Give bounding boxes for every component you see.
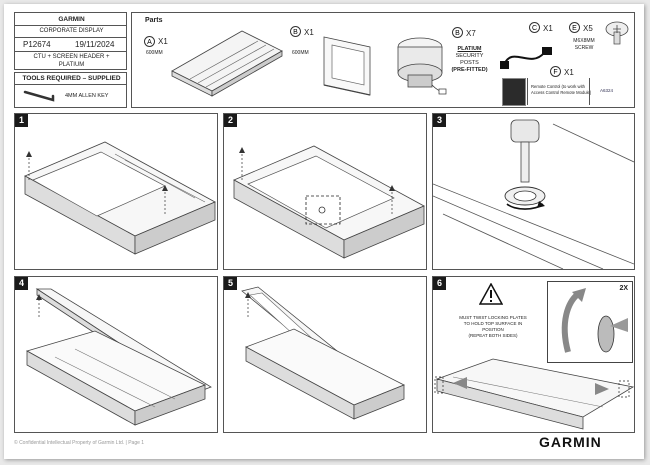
part-e-qty: X5 — [583, 24, 593, 33]
brand-name: GARMIN — [58, 16, 85, 23]
step-5-panel: 5 — [223, 276, 427, 433]
screen-header-illustration — [323, 36, 371, 96]
shelf-a-illustration — [171, 30, 283, 97]
step-1-panel: 1 — [14, 113, 218, 270]
step-2-illustration — [233, 145, 425, 259]
parts-block: Parts A X1 600MM B X1 600MM — [131, 12, 635, 108]
part-b2-qty: X7 — [466, 29, 476, 38]
part-a-size: 600MM — [146, 50, 163, 56]
step-3-illustration — [433, 119, 634, 269]
part-b-size: 600MM — [292, 50, 309, 56]
description-line-1: CTU + SCREEN HEADER + — [33, 54, 110, 60]
description-line-2: PLATIUM — [58, 62, 85, 68]
part-b-qty: X1 — [304, 28, 314, 37]
step-6-note-3: POSITION — [482, 327, 504, 332]
step-4-panel: 4 — [14, 276, 218, 433]
step-6-note-4: (REPEAT BOTH SIDES) — [468, 333, 518, 338]
step-6-note-2: TO HOLD TOP SURFACE IN — [463, 321, 523, 326]
part-f-desc1: Remote Control (to work with — [531, 84, 585, 89]
step-5-illustration — [241, 286, 405, 420]
step-6-panel: 6 MUST TWIST LOCKING PLATES TO HOLD TOP … — [432, 276, 635, 433]
part-f-code: A6324 — [600, 88, 614, 93]
power-cable-illustration — [500, 47, 552, 69]
title-block: GARMIN CORPORATE DISPLAY P12674 19/11/20… — [14, 12, 127, 70]
part-f-letter: F — [550, 66, 561, 77]
detail-multiplier: 2X — [619, 285, 628, 292]
step-number: 3 — [433, 114, 446, 127]
part-b2-letter: B — [452, 27, 463, 38]
remote-photo — [502, 78, 526, 106]
step-number: 2 — [224, 114, 237, 127]
part-f-desc2: Access Control Remote Module) — [531, 90, 592, 95]
confidential-notice: © Confidential Intellectual Property of … — [14, 440, 145, 446]
part-b-letter: B — [290, 26, 301, 37]
warning-icon — [479, 283, 503, 305]
step-2-panel: 2 — [223, 113, 427, 270]
part-number: P12674 — [23, 40, 51, 49]
screw-illustration — [605, 21, 629, 45]
part-c-letter: C — [529, 22, 540, 33]
product-name: CORPORATE DISPLAY — [39, 28, 104, 34]
part-b2-desc1: SECURITY — [455, 53, 484, 59]
step-number: 5 — [224, 277, 237, 290]
step-number: 6 — [433, 277, 446, 290]
part-b2-name: PLATIUM — [457, 46, 482, 52]
tools-title: TOOLS REQUIRED – SUPPLIED — [22, 75, 121, 82]
allen-key-label: 4MM ALLEN KEY — [65, 93, 109, 99]
part-b2-desc2: POSTS — [460, 60, 479, 66]
part-b2-desc3: (PRE-FITTED) — [451, 67, 488, 73]
parts-title: Parts — [145, 17, 163, 24]
part-e-letter: E — [569, 22, 580, 33]
step-4-illustration — [25, 288, 212, 426]
part-e-desc1: M6X8MM — [573, 38, 595, 44]
garmin-logo: GARMIN — [539, 434, 602, 450]
document-date: 19/11/2024 — [75, 40, 115, 49]
step-1-illustration — [24, 141, 216, 255]
step-6-illustration — [434, 358, 634, 430]
part-a-qty: X1 — [158, 37, 168, 46]
step-number: 1 — [15, 114, 28, 127]
part-e-desc2: SCREW — [574, 45, 594, 51]
tools-block: TOOLS REQUIRED – SUPPLIED 4MM ALLEN KEY — [14, 72, 127, 108]
step-6-note-1: MUST TWIST LOCKING PLATES — [459, 315, 527, 320]
part-f-qty: X1 — [564, 68, 574, 77]
part-a-letter: A — [144, 36, 155, 47]
security-post-illustration — [397, 37, 447, 95]
rotate-arrow-icon — [561, 288, 628, 353]
allen-key-icon — [23, 90, 55, 102]
step-number: 4 — [15, 277, 28, 290]
part-c-qty: X1 — [543, 24, 553, 33]
detail-inset: 2X — [547, 281, 633, 363]
step-3-panel: 3 — [432, 113, 635, 270]
instruction-sheet: GARMIN CORPORATE DISPLAY P12674 19/11/20… — [4, 4, 644, 459]
